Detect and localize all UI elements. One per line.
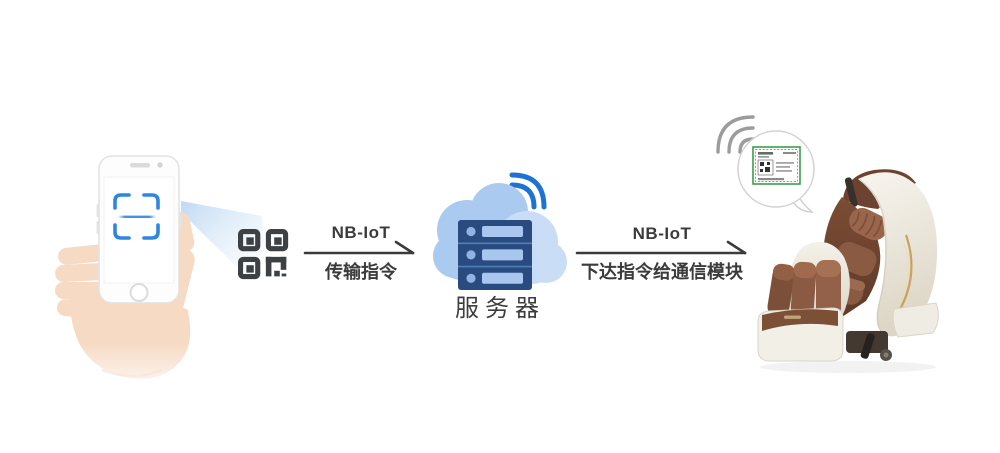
camera-dot-icon [157, 162, 163, 168]
chair-right-shell [858, 172, 938, 337]
mini-qr-code-icon [757, 159, 774, 176]
chair-footrest-base [757, 307, 844, 362]
home-button-icon [129, 283, 149, 302]
scan-frame-icon [113, 193, 160, 240]
scan-beam-icon [181, 201, 268, 298]
arrow1-action-label: 传输指令 [325, 262, 397, 282]
leg-massager-rolls [767, 260, 841, 320]
headrest-pillow [849, 208, 888, 241]
server-rack-icon [458, 220, 532, 290]
cloud-server-icon [433, 172, 567, 290]
phone-scanning-illustration [40, 155, 320, 400]
arrow2-action-label: 下达指令给通信模块 [581, 262, 743, 282]
arrow1-protocol-label: NB-IoT [331, 223, 391, 242]
brand-logo [784, 315, 801, 319]
arrow1-line-icon [303, 240, 415, 255]
massage-chair-illustration [757, 169, 939, 373]
wifi-signal-gray-icon [716, 115, 755, 154]
speaker-slot-icon [130, 163, 150, 168]
gold-accent [897, 234, 913, 314]
arrow2-line-icon [575, 240, 747, 255]
server-label: 服务器 [455, 295, 545, 322]
chair-bubble-group [716, 115, 815, 213]
qr-code-icon [238, 229, 289, 280]
arrow2-protocol-label: NB-IoT [632, 224, 692, 243]
scan-line-icon [118, 215, 156, 218]
device-qr-label [752, 146, 801, 185]
phone-device [96, 155, 182, 304]
